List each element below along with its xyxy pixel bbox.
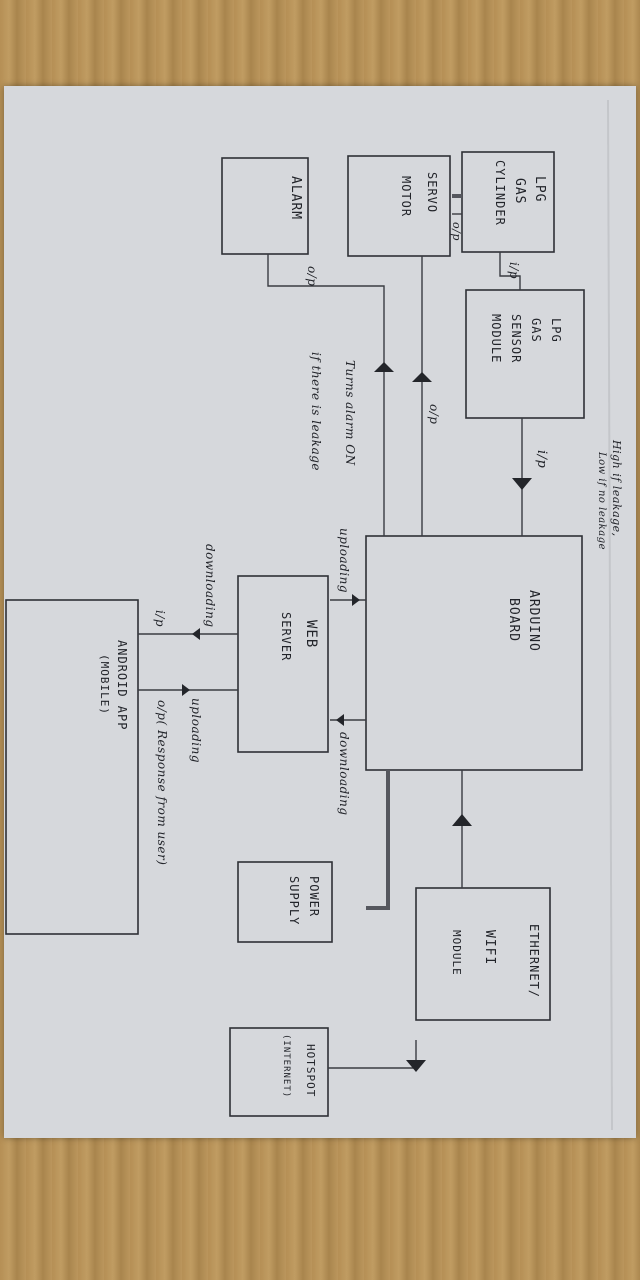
gas-sensor-label-3: SENSOR	[509, 314, 523, 364]
servo-motor-label-1: SERVO	[425, 172, 439, 214]
alarm-input-label: o/p	[305, 266, 319, 287]
uploading-label-1: uploading	[337, 528, 351, 594]
hotspot-label-1: HOTSPOT	[304, 1044, 317, 1098]
downloading-label-1: downloading	[337, 732, 351, 816]
app-output-label: o/p( Response from user)	[155, 700, 169, 866]
android-app-label-1: ANDROID APP	[115, 640, 129, 731]
gas-sensor-label-2: GAS	[529, 318, 543, 343]
sensor-output-label: o/p	[427, 404, 441, 425]
android-app-label-2: (MOBILE)	[98, 654, 111, 715]
gas-sensor-label-4: MODULE	[489, 314, 503, 364]
arduino-input-label: i/p	[534, 450, 549, 469]
servo-to-cylinder-label: o/p	[450, 222, 463, 241]
ethernet-wifi-label-1: ETHERNET/	[527, 924, 541, 999]
arduino-label-1: ARDUINO	[526, 590, 541, 652]
uploading-label-2: uploading	[189, 698, 203, 764]
servo-motor-box	[347, 155, 451, 257]
power-supply-box	[237, 861, 333, 943]
alarm-note-line-2: if there is leakage	[309, 352, 323, 472]
alarm-label: ALARM	[288, 176, 303, 221]
power-supply-label-1: POWER	[307, 876, 321, 918]
lpg-cylinder-label-1: LPG	[532, 176, 547, 203]
hotspot-label-2: (INTERNET)	[281, 1034, 291, 1099]
app-input-label: i/p	[153, 610, 167, 628]
cylinder-to-sensor-label: i/p	[507, 262, 521, 280]
ethernet-wifi-box	[415, 887, 551, 1021]
gas-sensor-box	[465, 289, 585, 419]
web-server-label-2: SERVER	[279, 612, 293, 662]
power-supply-label-2: SUPPLY	[287, 876, 301, 926]
leak-note-line-2: Low if no leakage	[596, 452, 607, 551]
lpg-cylinder-label-2: GAS	[512, 178, 527, 205]
lpg-cylinder-label-3: CYLINDER	[493, 160, 507, 226]
ethernet-wifi-label-3: MODULE	[450, 930, 463, 976]
lpg-cylinder-box	[461, 151, 555, 253]
paper-sheet	[4, 86, 636, 1138]
alarm-box	[221, 157, 309, 255]
hotspot-box	[229, 1027, 329, 1117]
downloading-label-2: downloading	[203, 544, 217, 628]
web-server-label-1: WEB	[303, 620, 319, 649]
arduino-box	[365, 535, 583, 771]
alarm-note-line-1: Turns alarm ON	[343, 360, 357, 466]
leak-note-line-1: High if leakage,	[610, 440, 623, 537]
ethernet-wifi-label-2: WIFI	[482, 930, 497, 966]
android-app-box	[5, 599, 139, 935]
servo-motor-label-2: MOTOR	[399, 176, 413, 218]
arduino-label-2: BOARD	[506, 598, 521, 643]
web-server-box	[237, 575, 329, 753]
gas-sensor-label-1: LPG	[549, 318, 563, 343]
